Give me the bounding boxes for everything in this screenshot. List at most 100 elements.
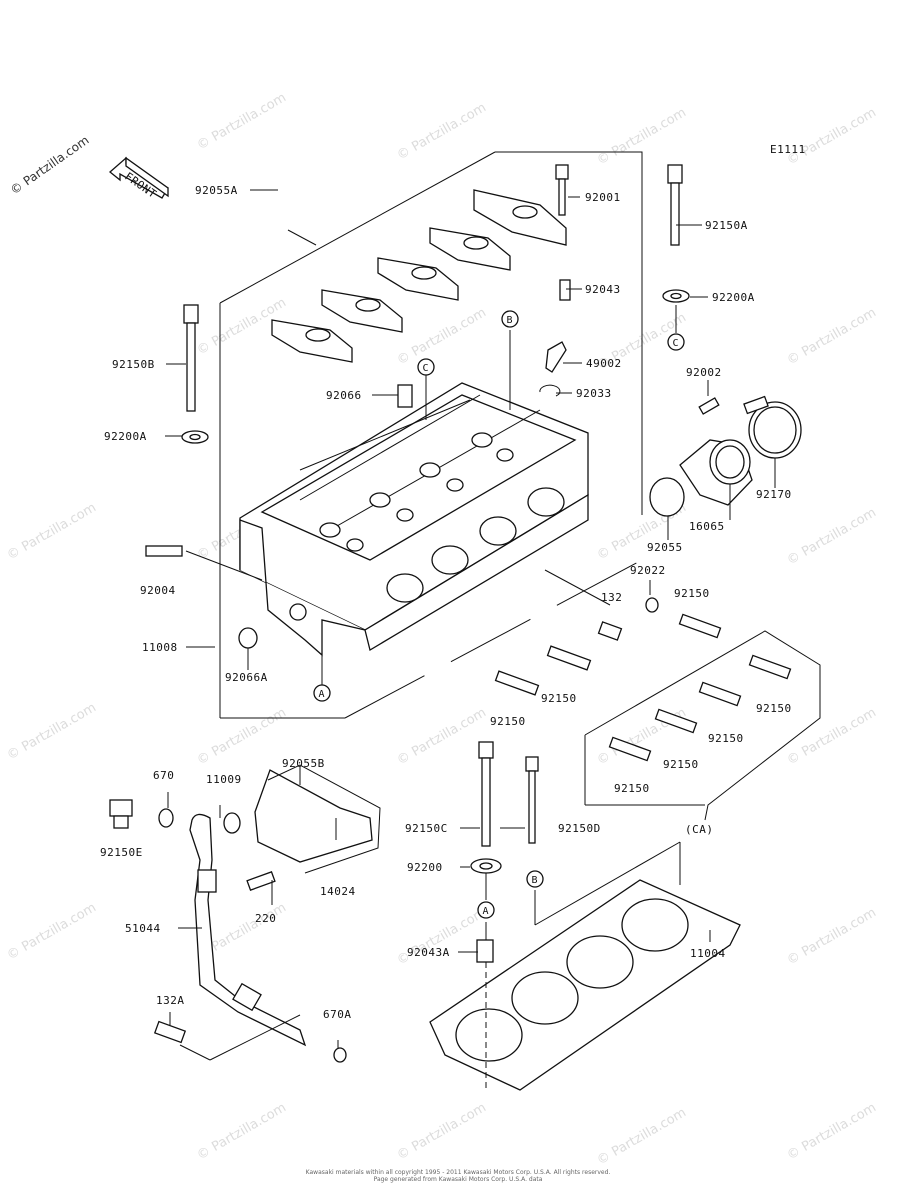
bolt-92002 xyxy=(698,397,720,415)
plug-92066 xyxy=(397,384,413,408)
camshaft-cap xyxy=(473,189,567,246)
part-label: 92033 xyxy=(576,387,612,400)
plug-92066A xyxy=(238,627,258,649)
camshaft-cap xyxy=(271,319,353,363)
part-label: 670 xyxy=(153,769,174,782)
svg-text:A: A xyxy=(483,906,489,917)
svg-text:A: A xyxy=(319,689,325,700)
part-label: 92150 xyxy=(708,732,744,745)
callout-markers: A B C C A B xyxy=(313,310,685,919)
valve-guide-49002 xyxy=(545,341,567,373)
bolt-92150-a xyxy=(678,613,722,639)
cylinder-head xyxy=(239,382,589,657)
part-label: 92001 xyxy=(585,191,621,204)
clamp-92170 xyxy=(743,395,802,459)
watermark-grid: © Partzilla.com © Partzilla.com © Partzi… xyxy=(5,90,879,1168)
washer-92022 xyxy=(645,597,659,613)
part-label: 92150 xyxy=(614,782,650,795)
callout-a-2: A xyxy=(477,901,495,919)
part-label: 92150E xyxy=(100,846,143,859)
watermark: © Partzilla.com xyxy=(785,305,879,368)
bolt-220 xyxy=(246,871,276,891)
part-label: 92150 xyxy=(663,758,699,771)
camshaft-cap xyxy=(377,257,459,301)
bolt-92150-d xyxy=(748,654,792,680)
callout-b-2: B xyxy=(526,870,544,888)
callout-b-1: B xyxy=(501,310,519,328)
part-label: 92055B xyxy=(282,757,325,770)
washer-11009 xyxy=(223,812,241,834)
cover-14024 xyxy=(254,769,373,863)
part-label: 670A xyxy=(323,1008,352,1021)
front-arrow-icon: FRONT xyxy=(108,156,169,201)
watermark: © Partzilla.com xyxy=(195,1100,289,1163)
part-label: 92150 xyxy=(490,715,526,728)
part-label: 51044 xyxy=(125,922,161,935)
part-label: 92150D xyxy=(558,822,601,835)
gasket-670A xyxy=(333,1047,347,1063)
part-label: 92002 xyxy=(686,366,722,379)
part-label: 92004 xyxy=(140,584,176,597)
ca-kit-frame xyxy=(584,630,821,821)
part-label: 11004 xyxy=(690,947,726,960)
assembly-frame xyxy=(219,151,643,719)
washer-92200 xyxy=(470,858,502,874)
part-label: 92200A xyxy=(712,291,755,304)
svg-text:B: B xyxy=(532,875,538,886)
dowel-92043A xyxy=(476,939,494,963)
camshaft-cap xyxy=(321,289,403,333)
watermark: © Partzilla.com xyxy=(395,705,489,768)
watermark: © Partzilla.com xyxy=(5,500,99,563)
union-bolt-92150E xyxy=(109,799,133,829)
gasket-670 xyxy=(158,808,174,828)
stud-92004 xyxy=(145,545,183,557)
washer-92200A-left xyxy=(181,430,209,444)
watermark: © Partzilla.com xyxy=(395,305,489,368)
part-label: 92150 xyxy=(756,702,792,715)
dowel-92043 xyxy=(559,279,571,301)
footer: Kawasaki materials within all copyright … xyxy=(306,1169,611,1183)
part-label: 92200 xyxy=(407,861,443,874)
watermark: © Partzilla.com xyxy=(5,700,99,763)
footer-copyright: Kawasaki materials within all copyright … xyxy=(306,1169,611,1176)
head-gasket-11004 xyxy=(429,879,741,1091)
watermark: © Partzilla.com xyxy=(785,705,879,768)
part-label: 92150C xyxy=(405,822,448,835)
part-label: 92066A xyxy=(225,671,268,684)
bolt-92150-b xyxy=(546,645,592,671)
watermark: © Partzilla.com xyxy=(195,705,289,768)
camshaft-cap xyxy=(429,227,511,271)
part-label: 92066 xyxy=(326,389,362,402)
watermark: © Partzilla.com xyxy=(395,100,489,163)
bolt-92150B xyxy=(183,304,199,412)
part-label: 11008 xyxy=(142,641,178,654)
part-label: 92055A xyxy=(195,184,238,197)
bolt-92150C xyxy=(478,741,494,847)
part-label: 92055 xyxy=(647,541,683,554)
oil-pipe-51044 xyxy=(189,813,307,1047)
part-label: (CA) xyxy=(685,823,714,836)
circlip-92033 xyxy=(539,384,561,397)
gasket-92055B xyxy=(267,764,381,874)
leader-lines xyxy=(165,189,776,1090)
bolt-92150A xyxy=(667,164,683,246)
bolt-132A xyxy=(153,1020,187,1044)
part-label: 92150A xyxy=(705,219,748,232)
part-label: 92043 xyxy=(585,283,621,296)
watermark: © Partzilla.com xyxy=(785,505,879,568)
callout-c-2: C xyxy=(667,333,685,351)
footer-source: Page generated from Kawasaki Motors Corp… xyxy=(374,1176,543,1183)
part-label: 92170 xyxy=(756,488,792,501)
watermark: © Partzilla.com xyxy=(785,1100,879,1163)
watermark: © Partzilla.com xyxy=(195,90,289,153)
bolt-92001 xyxy=(555,164,569,216)
part-label: 132A xyxy=(156,994,185,1007)
svg-text:C: C xyxy=(423,363,429,374)
part-label: 92150 xyxy=(541,692,577,705)
part-labels: 92055A 92001 92150A 92043 92200A 92150B … xyxy=(100,184,792,1021)
part-label: 11009 xyxy=(206,773,242,786)
washer-92200A xyxy=(662,289,690,303)
part-label: 92150B xyxy=(112,358,155,371)
o-ring-92055 xyxy=(649,477,685,517)
